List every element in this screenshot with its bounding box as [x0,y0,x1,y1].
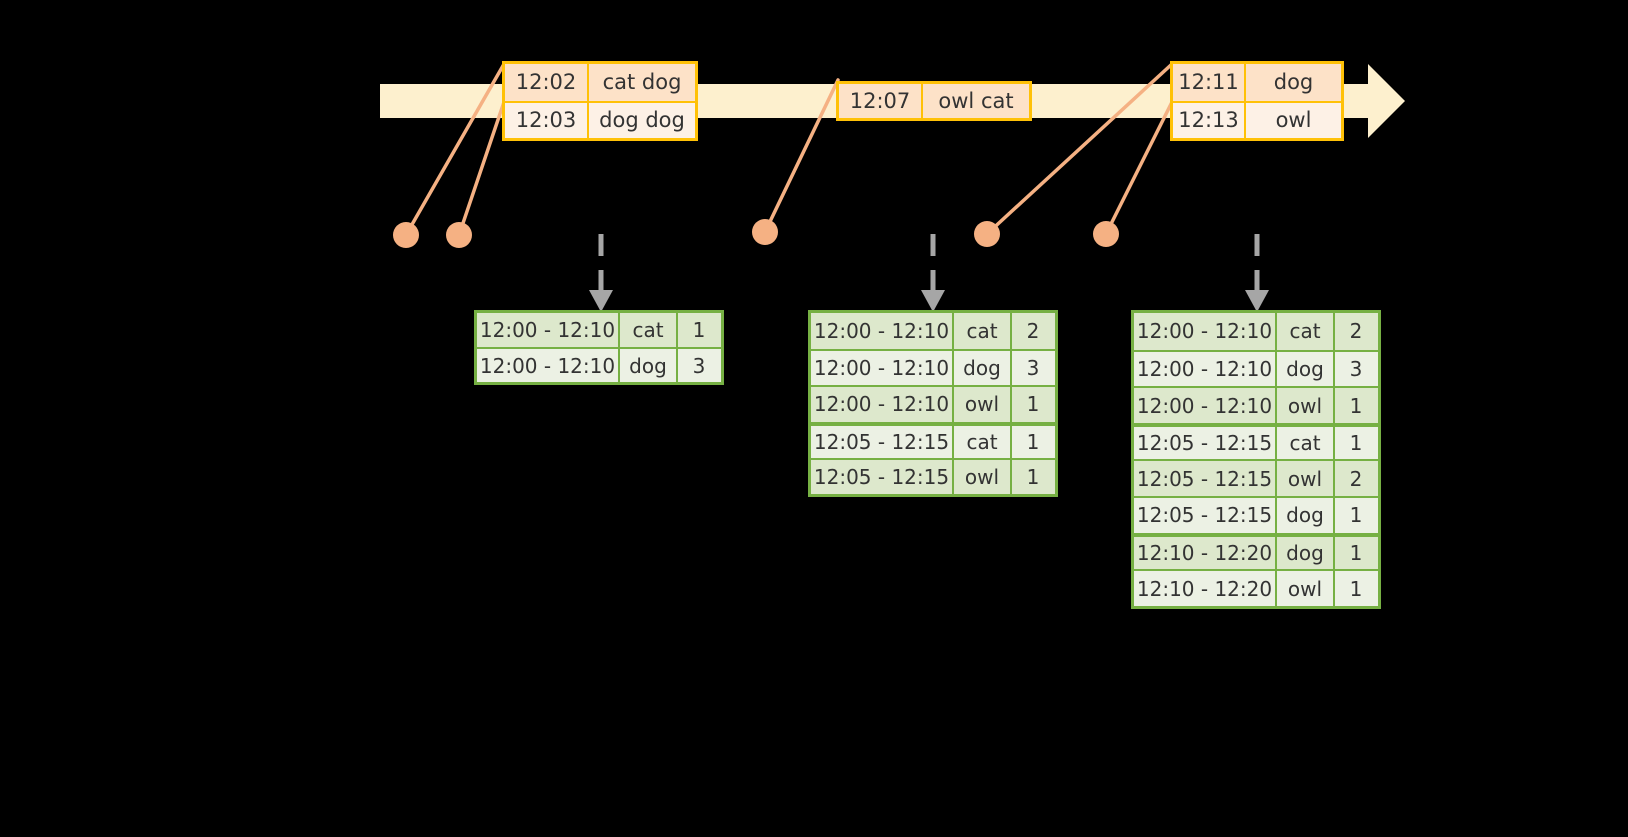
count-cell: 1 [1349,541,1363,566]
event-words: owl [1275,108,1312,133]
event-words: cat dog [602,70,682,95]
count-cell: 3 [1349,356,1363,381]
key-cell: cat [954,313,1012,350]
count-cell: 1 [1349,503,1363,528]
count-cell: 2 [1349,466,1363,491]
key-cell: cat [1277,426,1335,460]
count-cell: 2 [1026,319,1040,344]
leader-line-5 [1104,100,1174,236]
window-cell: 12:00 - 12:10 [811,313,954,350]
count-cell: 1 [1026,429,1040,454]
table-row: 12:05 - 12:15 cat 1 [811,421,1055,458]
event-markers [393,219,1119,248]
result-table-1: 12:00 - 12:10 cat 1 12:00 - 12:10 dog 3 [474,310,724,385]
event-words: owl cat [938,89,1014,113]
event-time: 12:11 [1173,64,1246,101]
leader-line-2 [457,100,506,237]
key-cell: owl [1277,571,1335,607]
table-row: 12:00 - 12:10 cat 1 [477,313,721,348]
event-row: 12:07 owl cat [839,84,1029,118]
key-cell: cat [620,313,678,348]
result-table-2: 12:00 - 12:10 cat 2 12:00 - 12:10 dog 3 … [808,310,1058,497]
window-cell: 12:00 - 12:10 [1134,313,1277,350]
table-row: 12:00 - 12:10 cat 2 [1134,313,1378,350]
event-time: 12:03 [505,102,589,138]
table-row: 12:05 - 12:15 owl 2 [1134,459,1378,497]
key-cell: dog [1277,536,1335,570]
key-cell: dog [1277,498,1335,533]
emit-arrows [589,234,1269,312]
window-cell: 12:00 - 12:10 [811,387,954,422]
window-cell: 12:00 - 12:10 [477,313,620,348]
event-time: 12:02 [505,64,589,101]
key-cell: dog [620,349,678,382]
key-cell: owl [1277,461,1335,497]
count-cell: 1 [692,318,706,343]
window-cell: 12:05 - 12:15 [1134,426,1277,460]
key-cell: owl [1277,388,1335,423]
count-cell: 3 [692,353,706,378]
event-words: dog [1273,70,1314,95]
key-cell: cat [1277,313,1335,350]
event-row: 12:11 dog [1173,64,1341,101]
table-row: 12:00 - 12:10 owl 1 [1134,386,1378,423]
table-row: 12:05 - 12:15 dog 1 [1134,496,1378,533]
table-row: 12:00 - 12:10 cat 2 [811,313,1055,350]
window-cell: 12:00 - 12:10 [1134,351,1277,387]
key-cell: dog [954,351,1012,386]
event-row: 12:13 owl [1173,100,1341,138]
window-cell: 12:10 - 12:20 [1134,536,1277,570]
event-box-2: 12:07 owl cat [836,81,1032,121]
emit-arrow-2 [921,234,945,312]
table-row: 12:00 - 12:10 dog 3 [811,349,1055,386]
key-cell: owl [954,387,1012,422]
table-row: 12:10 - 12:20 dog 1 [1134,532,1378,570]
event-box-3: 12:11 dog 12:13 owl [1170,61,1344,141]
event-box-1: 12:02 cat dog 12:03 dog dog [502,61,698,141]
window-cell: 12:05 - 12:15 [1134,498,1277,533]
key-cell: dog [1277,351,1335,387]
event-time: 12:07 [839,84,923,118]
window-cell: 12:05 - 12:15 [1134,461,1277,497]
result-table-3: 12:00 - 12:10 cat 2 12:00 - 12:10 dog 3 … [1131,310,1381,609]
count-cell: 1 [1349,576,1363,601]
event-words: dog dog [599,108,685,133]
event-marker-4 [974,221,1000,247]
table-row: 12:10 - 12:20 owl 1 [1134,569,1378,607]
emit-arrow-3 [1245,234,1269,312]
window-cell: 12:10 - 12:20 [1134,571,1277,607]
window-cell: 12:00 - 12:10 [811,351,954,386]
event-row: 12:03 dog dog [505,100,695,138]
count-cell: 2 [1349,319,1363,344]
event-marker-3 [752,219,778,245]
window-cell: 12:00 - 12:10 [477,349,620,382]
key-cell: owl [954,459,1012,494]
count-cell: 1 [1026,392,1040,417]
table-row: 12:05 - 12:15 cat 1 [1134,422,1378,460]
leader-line-1 [404,62,506,237]
key-cell: cat [954,425,1012,458]
count-cell: 3 [1026,356,1040,381]
leader-line-3 [763,78,840,234]
event-marker-1 [393,222,419,248]
count-cell: 1 [1349,431,1363,456]
table-row: 12:05 - 12:15 owl 1 [811,457,1055,494]
window-cell: 12:00 - 12:10 [1134,388,1277,423]
event-row: 12:02 cat dog [505,64,695,101]
event-time: 12:13 [1173,102,1246,138]
count-cell: 1 [1349,393,1363,418]
table-row: 12:00 - 12:10 dog 3 [1134,349,1378,387]
event-marker-5 [1093,221,1119,247]
count-cell: 1 [1026,464,1040,489]
window-cell: 12:05 - 12:15 [811,459,954,494]
event-marker-2 [446,222,472,248]
emit-arrow-1 [589,234,613,312]
table-row: 12:00 - 12:10 owl 1 [811,385,1055,422]
window-cell: 12:05 - 12:15 [811,425,954,458]
table-row: 12:00 - 12:10 dog 3 [477,347,721,382]
